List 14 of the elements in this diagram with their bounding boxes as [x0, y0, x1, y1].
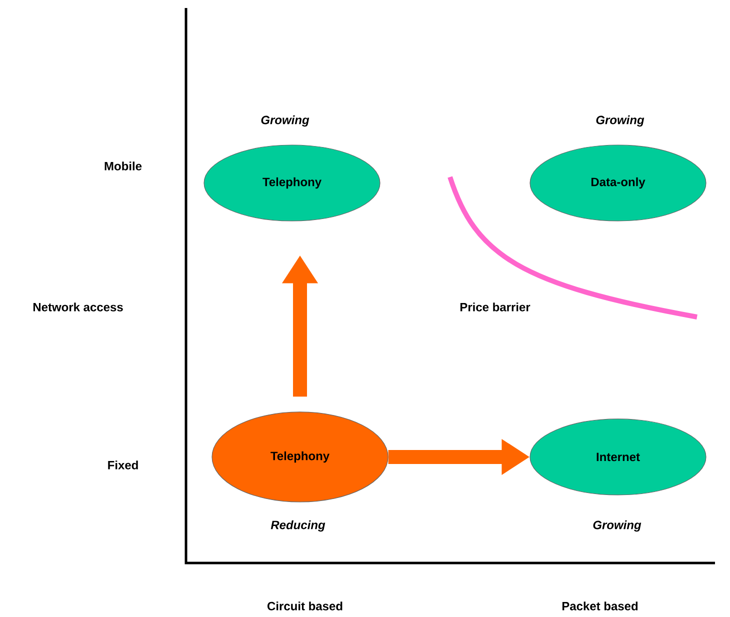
ellipse-node: Internet: [530, 418, 706, 496]
axis-label: Fixed: [108, 460, 138, 470]
node-caption: Growing: [261, 115, 310, 127]
axis-label: Mobile: [104, 162, 142, 170]
ellipse-node: Telephony: [204, 144, 380, 222]
node-caption: Reducing: [270, 520, 326, 532]
axis-label: Network access: [33, 302, 123, 312]
node-caption: Growing: [593, 520, 642, 532]
node-caption: Growing: [596, 115, 644, 127]
ellipse-node: Data-only: [530, 144, 706, 222]
ellipse-node: Telephony: [212, 412, 388, 502]
axis-label: Price barrier: [460, 302, 530, 312]
axis-label: Circuit based: [267, 602, 342, 610]
axis-label: Packet based: [562, 602, 638, 610]
